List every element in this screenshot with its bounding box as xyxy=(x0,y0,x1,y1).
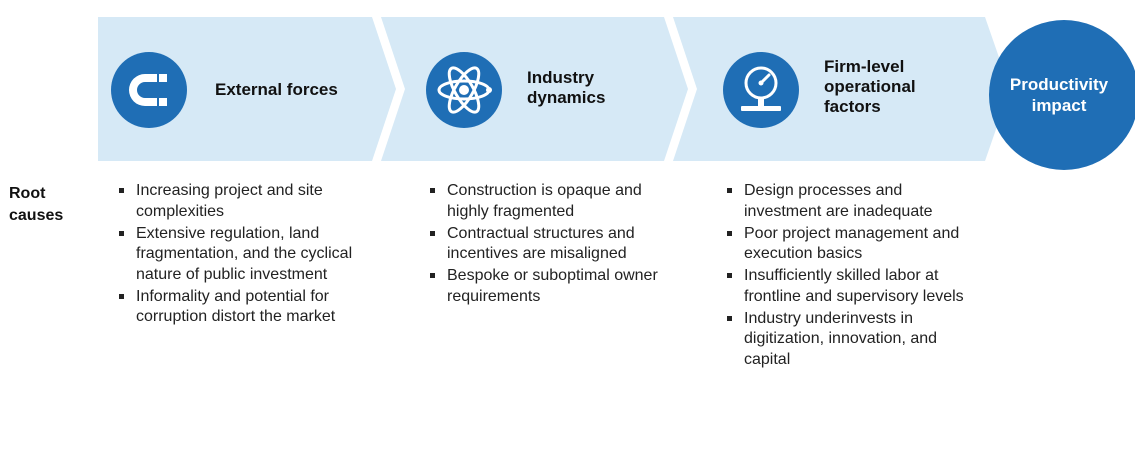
productivity-impact-circle: Productivity impact xyxy=(989,20,1135,170)
bullet-item: Informality and potential for corruption… xyxy=(116,287,374,328)
bullet-item: Contractual structures and incentives ar… xyxy=(427,224,677,265)
chevron-external-forces xyxy=(98,17,396,161)
bullet-list-external-forces: Increasing project and site complexities… xyxy=(116,181,374,329)
bullet-item: Industry underinvests in digitization, i… xyxy=(724,309,974,371)
magnet-icon xyxy=(111,52,187,128)
bullet-item: Extensive regulation, land fragmentation… xyxy=(116,224,374,286)
stage-title-external-forces: External forces xyxy=(215,80,338,99)
bullet-item: Poor project management and execution ba… xyxy=(724,224,974,265)
root-causes-label: Root causes xyxy=(9,185,64,224)
bullet-item: Increasing project and site complexities xyxy=(116,181,374,222)
bullet-list-industry-dynamics: Construction is opaque and highly fragme… xyxy=(427,181,677,309)
bullet-item: Design processes and investment are inad… xyxy=(724,181,974,222)
bullet-item: Bespoke or suboptimal owner requirements xyxy=(427,266,677,307)
stage-title-industry-dynamics: Industry dynamics xyxy=(527,68,606,107)
gauge-icon xyxy=(723,52,799,128)
atom-icon xyxy=(426,52,502,128)
bullet-list-firm-level-factors: Design processes and investment are inad… xyxy=(724,181,974,372)
bullet-item: Construction is opaque and highly fragme… xyxy=(427,181,677,222)
bullet-item: Insufficiently skilled labor at frontlin… xyxy=(724,266,974,307)
stage-title-firm-level-factors: Firm-level operational factors xyxy=(824,57,916,116)
